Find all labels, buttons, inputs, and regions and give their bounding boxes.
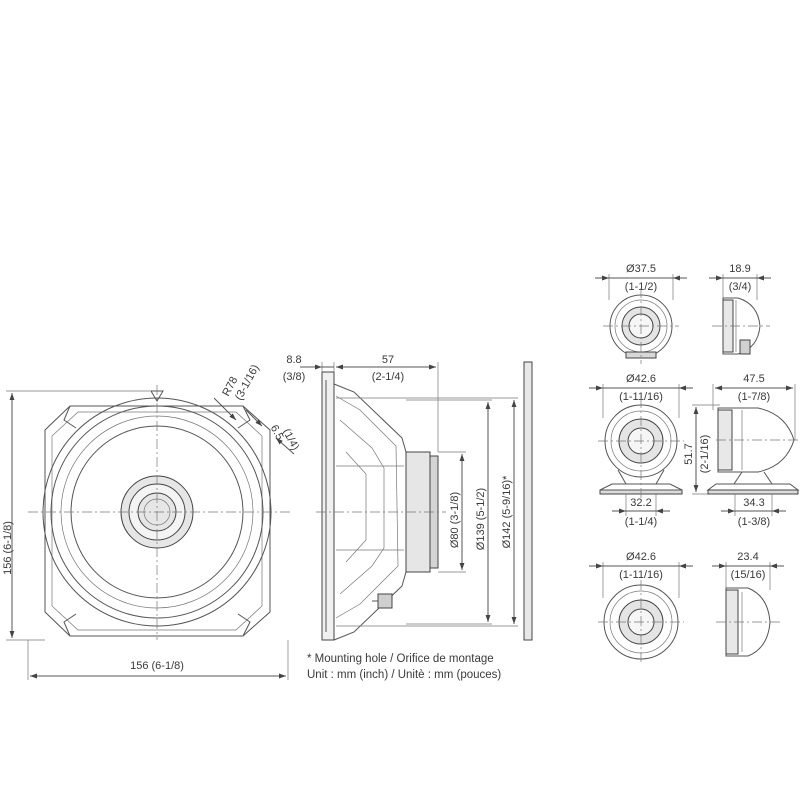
woofer-height-dim: 156 (6-1/8) [2,521,14,575]
woofer-flange [321,371,335,641]
side-mount-depth-inch: (2-1/4) [372,371,404,383]
mounting-ears [63,405,251,637]
side-mount-depth: 57 [382,354,394,366]
tweeter-b-base-front-inch: (1-1/4) [625,516,657,528]
mounting-panel [523,361,533,641]
woofer-width-dim: 156 (6-1/8) [130,660,184,672]
tweeter-b-base-side [706,483,800,491]
tweeter-b-depth: 47.5 [743,373,764,385]
tweeter-c-depth-inch: (15/16) [731,569,766,581]
side-hole-circle-dia: Ø142 (5-9/16)* [501,475,513,548]
tweeter-c-side-body [725,587,771,657]
tweeter-c-dia-inch: (1-11/16) [619,569,663,581]
notes: * Mounting hole / Orifice de montage Uni… [307,653,501,681]
woofer-side-view: 8.8 (3/8) 57 (2-1/4) Ø80 (3-1/8) Ø139 (5… [283,354,533,641]
tweeter-a-depth-inch: (3/4) [729,281,752,293]
tweeter-a-front: Ø37.5 (1-1/2) [595,263,687,364]
note-units: Unit : mm (inch) / Unitè : mm (pouces) [307,669,501,681]
tweeter-b-height: 51.7 [683,443,695,464]
tweeter-a-depth: 18.9 [729,263,750,275]
note-mounting-hole: * Mounting hole / Orifice de montage [307,653,494,665]
tweeter-b-dia: Ø42.6 [626,373,656,385]
tweeter-c-dia: Ø42.6 [626,551,656,563]
tweeter-a-dia: Ø37.5 [626,263,656,275]
tweeter-a-side: 18.9 (3/4) [709,263,771,355]
tweeter-b-base-front: 32.2 [630,497,651,509]
tweeter-c-side: 23.4 (15/16) [712,551,784,657]
tweeter-b-front: Ø42.6 (1-11/16) 32.2 (1-1/4) [589,373,693,528]
side-flange-depth: 8.8 [286,354,301,366]
woofer-hole-dim-inch: (1/4) [280,427,301,453]
tweeter-b-dia-inch: (1-11/16) [619,391,663,403]
tweeter-b-height-inch: (2-1/16) [699,435,711,474]
tweeter-a-dia-inch: (1-1/2) [625,281,657,293]
woofer-front-view: 156 (6-1/8) 156 (6-1/8) R78 (3-1/16) 6.5… [2,363,301,680]
tweeter-b-depth-inch: (1-7/8) [738,391,770,403]
tweeter-c-front: Ø42.6 (1-11/16) [589,551,693,664]
side-flange-depth-inch: (3/8) [283,371,306,383]
woofer-terminal [377,593,393,609]
tweeter-b-base-side-inch: (1-3/8) [738,516,770,528]
tweeter-b-side: 47.5 (1-7/8) 51.7 (2-1/16) 34.3 (1-3/8) [683,373,800,528]
tweeter-c-depth: 23.4 [737,551,758,563]
tweeter-b-base-side: 34.3 [743,497,764,509]
side-cutout-dia: Ø139 (5-1/2) [475,488,487,550]
side-magnet-dia: Ø80 (3-1/8) [449,492,461,548]
